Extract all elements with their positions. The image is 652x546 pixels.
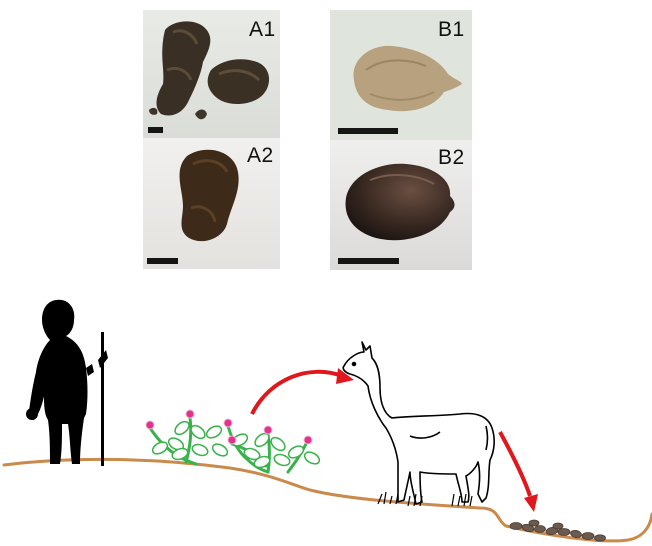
panel-label-a1: A1 [249,18,276,42]
scale-bar-a2 [147,258,178,264]
scale-bar-b2 [338,258,399,264]
arrow-llama-to-pellets [500,432,538,512]
llama-icon [343,342,494,504]
panel-label-b2: B2 [438,146,465,170]
arrow-plants-to-llama [252,368,354,414]
scale-bar-a1 [148,127,163,133]
dung-pellets-icon [510,520,606,541]
photo-panel-a1: A1 [143,10,280,138]
food-chain-scene [0,268,652,546]
human-silhouette-icon [26,300,108,466]
scale-bar-b1 [338,128,398,134]
panel-label-a2: A2 [247,144,274,168]
photo-panel-b2: B2 [330,140,472,270]
photo-panel-b1: B1 [330,10,472,140]
photo-panel-a2: A2 [143,138,280,269]
panel-label-b1: B1 [438,18,465,42]
